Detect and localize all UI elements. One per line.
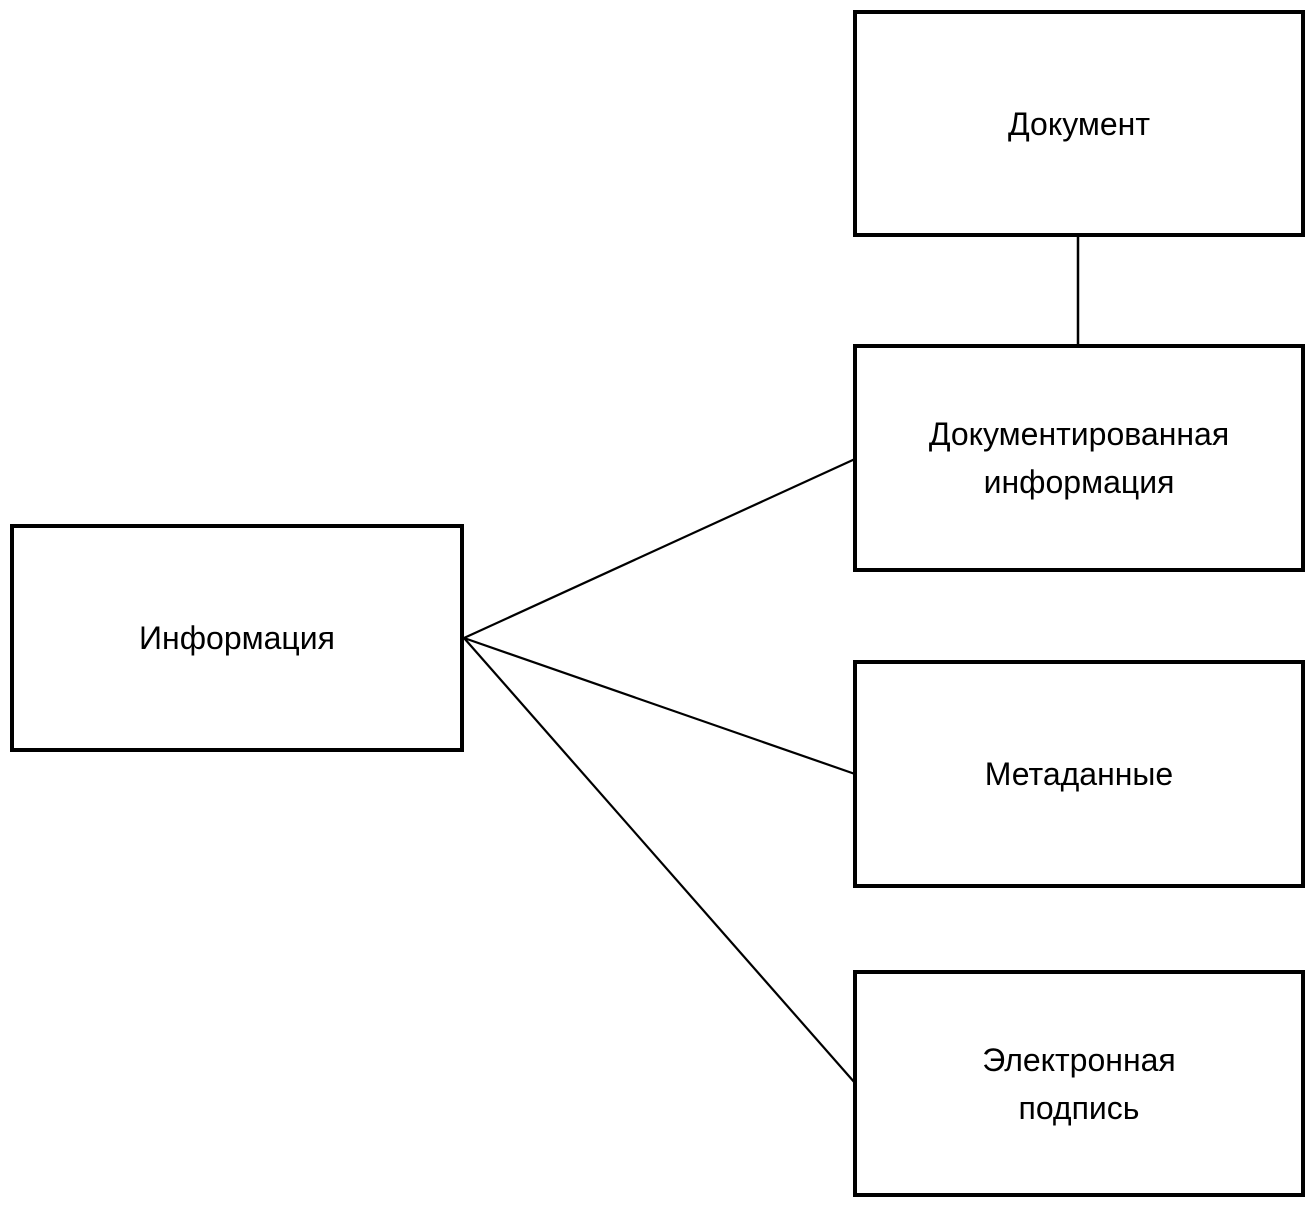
- edge-information-to-metadata: [463, 636, 856, 776]
- edge-information-to-electronic-signature: [463, 637, 856, 1084]
- node-document-label: Документ: [1008, 105, 1150, 142]
- node-electronic-signature-label: Электронная подпись: [982, 1041, 1176, 1126]
- node-information: Информация: [10, 524, 464, 752]
- node-documented-information-label: Документированная информация: [928, 416, 1230, 500]
- edge-information-to-documented-information: [463, 457, 856, 640]
- node-document: Документ: [853, 10, 1305, 237]
- node-electronic-signature: Электронная подпись: [853, 970, 1305, 1197]
- node-documented-information: Документированная информация: [853, 344, 1305, 572]
- node-metadata: Метаданные: [853, 660, 1305, 888]
- node-metadata-label: Метаданные: [984, 756, 1174, 792]
- node-information-label: Информация: [139, 620, 335, 656]
